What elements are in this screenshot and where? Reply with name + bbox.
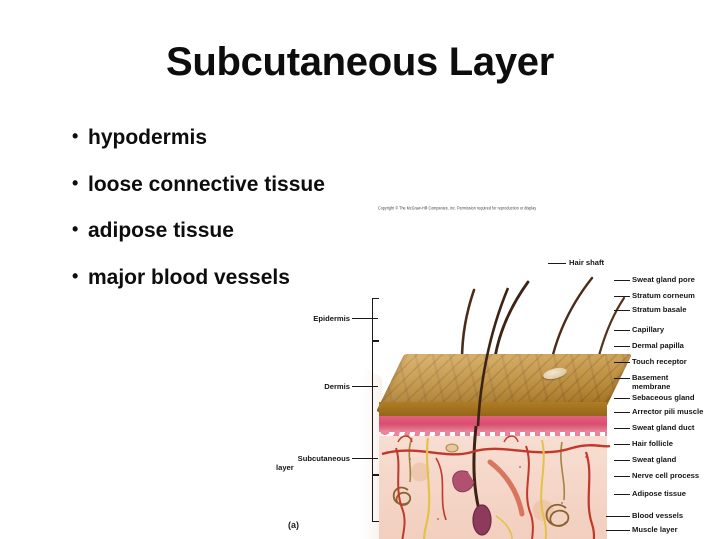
bullet-text: hypodermis — [88, 126, 208, 149]
label-blood-vessels: Blood vessels — [632, 511, 684, 520]
epidermis-front-face — [379, 402, 607, 420]
leader-line-dermal-papilla — [614, 346, 630, 347]
label-subcutaneous-line2: layer — [276, 463, 294, 472]
bracket-subcutaneous — [372, 474, 379, 522]
dermis-layer — [379, 436, 607, 539]
skin-block-diagram — [362, 276, 633, 539]
bracket-dermis — [372, 340, 379, 476]
leader-line-sweat-gland-duct — [614, 428, 630, 429]
bullet-text: major blood vessels — [88, 265, 290, 289]
label-sweat-gland-duct: Sweat gland duct — [632, 423, 695, 432]
label-touch-receptor: Touch receptor — [632, 357, 687, 366]
leader-line-subcutaneous — [352, 458, 378, 459]
leader-line-arrector-pili-muscle — [614, 412, 630, 413]
stratum-basale-wave — [379, 430, 607, 440]
label-hair-shaft: Hair shaft — [569, 258, 605, 267]
leader-line-stratum-corneum — [614, 296, 630, 297]
label-nerve-cell-process: Nerve cell process — [632, 471, 700, 480]
leader-line-muscle-layer — [606, 530, 630, 531]
leader-line-sweat-gland-pore — [614, 280, 630, 281]
bullet-text: loose connective tissue — [88, 172, 325, 196]
list-item: • loose connective tissue — [72, 173, 372, 197]
leader-line-hair-follicle — [614, 444, 630, 445]
label-sweat-gland: Sweat gland — [632, 455, 677, 464]
label-dermal-papilla: Dermal papilla — [632, 341, 684, 350]
leader-line-basement-membrane — [614, 378, 630, 379]
page-title: Subcutaneous Layer — [165, 40, 555, 84]
label-capillary: Capillary — [632, 325, 665, 334]
label-sweat-gland-pore: Sweat gland pore — [632, 275, 695, 284]
stratum-band — [379, 416, 607, 432]
leader-line-touch-receptor — [614, 362, 630, 363]
label-subcutaneous-line1: Subcutaneous — [297, 454, 350, 463]
label-dermis: Dermis — [324, 382, 350, 391]
bracket-epidermis — [372, 298, 379, 342]
label-stratum-basale: Stratum basale — [632, 305, 687, 314]
leader-line-sebaceous-gland — [614, 398, 630, 399]
dermal-structures — [381, 425, 611, 539]
leader-line-stratum-basale — [614, 310, 630, 311]
figure-caption: (a) — [288, 520, 299, 530]
list-item: • major blood vessels — [72, 266, 372, 290]
hair-shaft-deep — [476, 287, 510, 427]
skin-anatomy-figure: Copyright © The McGraw-Hill Companies, I… — [276, 204, 720, 539]
label-hair-follicle: Hair follicle — [632, 439, 673, 448]
label-basement-membrane-line1: Basement — [632, 373, 669, 382]
leader-line-hair-shaft — [548, 263, 566, 264]
list-item: • adipose tissue — [72, 219, 372, 243]
bullet-marker-icon: • — [72, 265, 79, 286]
label-epidermis: Epidermis — [313, 314, 350, 323]
list-item: • hypodermis — [72, 126, 372, 150]
label-adipose-tissue: Adipose tissue — [632, 489, 687, 498]
label-muscle-layer: Muscle layer — [632, 525, 678, 534]
label-stratum-corneum: Stratum corneum — [632, 291, 695, 300]
bullet-marker-icon: • — [72, 172, 79, 193]
copyright-notice: Copyright © The McGraw-Hill Companies, I… — [378, 206, 537, 211]
label-sebaceous-gland: Sebaceous gland — [632, 393, 695, 402]
leader-line-adipose-tissue — [614, 494, 630, 495]
bullet-text: adipose tissue — [88, 219, 234, 243]
label-arrector-pili-muscle: Arrector pili muscle — [632, 407, 704, 416]
leader-line-blood-vessels — [606, 516, 630, 517]
leader-line-nerve-cell-process — [614, 476, 630, 477]
bullet-list: • hypodermis • loose connective tissue •… — [72, 126, 372, 312]
bullet-marker-icon: • — [72, 126, 79, 146]
leader-line-capillary — [614, 330, 630, 331]
bullet-marker-icon: • — [72, 219, 79, 240]
leader-line-epidermis — [352, 318, 378, 319]
label-basement-membrane-line2: membrane — [632, 382, 671, 391]
leader-line-dermis — [352, 386, 378, 387]
leader-line-sweat-gland — [614, 460, 630, 461]
